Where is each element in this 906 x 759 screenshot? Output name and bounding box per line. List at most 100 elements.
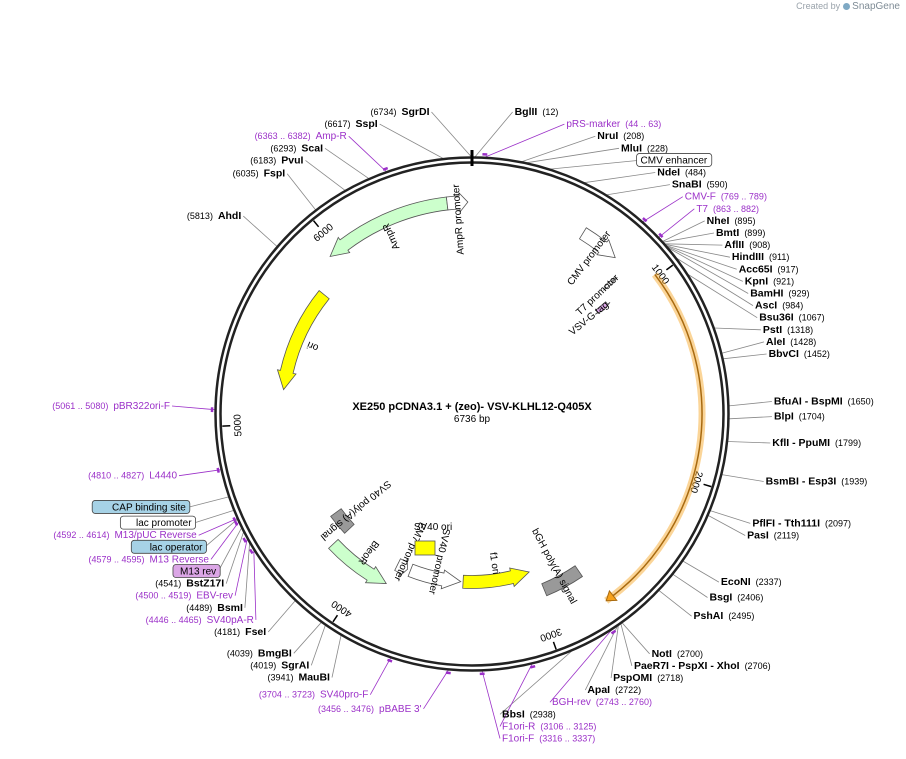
site-snabi[interactable]: SnaBI (590) [672,179,728,191]
site-bamhi[interactable]: BamHI (929) [750,288,809,300]
site-hindiii[interactable]: HindIII (911) [732,251,789,263]
feature-sv40-ori[interactable] [414,540,436,556]
site-mlui[interactable]: MluI (228) [621,142,668,154]
site-coordinate: (6617) [324,119,350,129]
leader-blpi [728,416,772,420]
site-f1ori-f[interactable]: F1ori-F (3316 .. 3337) [502,734,595,745]
site-pflfi-tth111i[interactable]: PflFI - Tth111I (2097) [752,517,851,529]
site-l4440[interactable]: (4810 .. 4827) L4440 [88,471,177,482]
site-kfli-ppumi[interactable]: KflI - PpuMI (1799) [772,437,861,449]
site-f1ori-r[interactable]: F1ori-R (3106 .. 3125) [502,721,596,732]
site-blpi[interactable]: BlpI (1704) [774,411,825,423]
site-pbr322ori-f[interactable]: (5061 .. 5080) pBR322ori-F [52,401,170,412]
site-bgh-rev[interactable]: BGH-rev (2743 .. 2760) [552,697,652,708]
site-name: pBR322ori-F [113,401,170,412]
site-pshai[interactable]: PshAI (2495) [694,610,755,622]
site-label-bbsi: BbsI (2938) [502,708,556,720]
feature-em7-promoter[interactable] [394,558,408,577]
site-pspomi[interactable]: PspOMI (2718) [613,672,683,684]
feature-bgh-poly-a-signal[interactable] [541,565,584,597]
site-ahdi[interactable]: (5813) AhdI [187,210,241,222]
site-m13-reverse[interactable]: (4579 .. 4595) M13 Reverse [88,554,209,565]
site-bstz17i[interactable]: (4541) BstZ17I [155,578,224,590]
feature-ampr-promoter[interactable] [445,191,469,213]
site-bsmi[interactable]: (4489) BsmI [186,602,243,614]
feature-label-ampr-promoter: AmpR promoter [451,183,467,255]
site-bsu36i[interactable]: Bsu36I (1067) [759,312,824,324]
site-label-sgrai: (4019) SgrAI [250,659,309,671]
site-acc65i[interactable]: Acc65I (917) [739,263,799,275]
site-cmv-enhancer[interactable]: CMV enhancer [636,153,713,167]
feature-vsv-g-tag[interactable] [594,301,611,315]
site-lac-operator[interactable]: lac operator [130,539,207,554]
backbone-ring [214,150,730,672]
site-pasi[interactable]: PasI (2119) [747,529,799,541]
site-bsmbi-esp3i[interactable]: BsmBI - Esp3I (1939) [766,475,868,487]
site-econi[interactable]: EcoNI (2337) [721,576,782,588]
leader-pbr322ori-f [171,405,216,411]
feature-ampr[interactable] [329,196,449,258]
site-nrui[interactable]: NruI (208) [597,130,644,142]
site-lac-promoter[interactable]: lac promoter [119,515,196,530]
site-bmti[interactable]: BmtI (899) [716,227,765,239]
site-sgrdi[interactable]: (6734) SgrDI [371,106,430,118]
feature-sv40-poly-a-signal[interactable] [330,508,355,534]
site-nhei[interactable]: NheI (895) [707,215,756,227]
site-m13-puc-reverse[interactable]: (4592 .. 4614) M13/pUC Reverse [53,530,197,541]
site-m13-rev[interactable]: M13 rev [172,564,221,578]
site-amp-r[interactable]: (6363 .. 6382) Amp-R [255,131,347,142]
site-fspi[interactable]: (6035) FspI [233,168,286,180]
site-scai[interactable]: (6293) ScaI [270,142,323,154]
site-coordinate: (929) [788,289,809,299]
site-aflii[interactable]: AflII (908) [724,239,770,251]
feature-sv40-promoter[interactable] [407,563,462,590]
site-apai[interactable]: ApaI (2722) [587,684,641,696]
site-sgrai[interactable]: (4019) SgrAI [250,659,309,671]
feature-cmv-promoter[interactable] [578,227,616,259]
site-bsgi[interactable]: BsgI (2406) [710,591,764,603]
site-label-t7: T7 (863 .. 882) [696,204,759,215]
feature-ori[interactable] [276,290,330,391]
feature-label-ori: ori [306,339,321,353]
site-bbvci[interactable]: BbvCI (1452) [769,348,830,360]
site-ndei[interactable]: NdeI (484) [657,167,706,179]
leader-sgrai [310,624,326,666]
site-bglii[interactable]: BglII (12) [515,106,559,118]
feature-t7-promoter[interactable] [603,276,618,291]
site-kpni[interactable]: KpnI (921) [745,275,794,287]
site-sspi[interactable]: (6617) SspI [324,118,377,130]
leader-lac-operator [204,518,238,548]
site-coordinate: (2119) [774,530,799,540]
site-label-noti: NotI (2700) [652,648,703,660]
site-pvui[interactable]: (6183) PvuI [250,154,303,166]
site-paer7i-pspxi-xhoi[interactable]: PaeR7I - PspXI - XhoI (2706) [634,660,771,672]
feature-box-cap-binding-site [91,500,191,514]
site-coordinate: (921) [773,276,794,286]
site-noti[interactable]: NotI (2700) [652,648,703,660]
site-coordinate: (2718) [657,673,683,683]
site-fsei[interactable]: (4181) FseI [214,626,266,638]
site-coordinate: (984) [782,301,803,311]
site-cmv-f[interactable]: CMV-F (769 .. 789) [685,192,767,203]
site-asci[interactable]: AscI (984) [755,300,803,312]
site-cap-binding-site[interactable]: CAP binding site [91,500,191,514]
site-ebv-rev[interactable]: (4500 .. 4519) EBV-rev [135,591,233,602]
site-label-bgh-rev: BGH-rev (2743 .. 2760) [552,697,652,708]
feature-klhl12[interactable] [605,273,703,602]
site-t7[interactable]: T7 (863 .. 882) [696,204,759,215]
site-bfuai-bspmi[interactable]: BfuAI - BspMI (1650) [774,396,874,408]
site-pbabe-3[interactable]: (3456 .. 3476) pBABE 3' [318,704,422,715]
site-sv40pa-r[interactable]: (4446 .. 4465) SV40pA-R [146,615,254,626]
site-bbsi[interactable]: BbsI (2938) [502,708,556,720]
site-maubi[interactable]: (3941) MauBI [267,672,330,684]
leader-fspi [286,173,317,211]
feature-f1-ori[interactable] [462,567,530,589]
site-psti[interactable]: PstI (1318) [763,324,813,336]
site-sv40pro-f[interactable]: (3704 .. 3723) SV40pro-F [259,690,368,701]
leader-econi [682,560,720,583]
site-alei[interactable]: AleI (1428) [766,336,816,348]
site-bmgbi[interactable]: (4039) BmgBI [227,647,292,659]
site-prs-marker[interactable]: pRS-marker (44 .. 63) [566,119,661,130]
feature-bleor[interactable] [328,538,387,584]
site-label-bamhi: BamHI (929) [750,288,809,300]
